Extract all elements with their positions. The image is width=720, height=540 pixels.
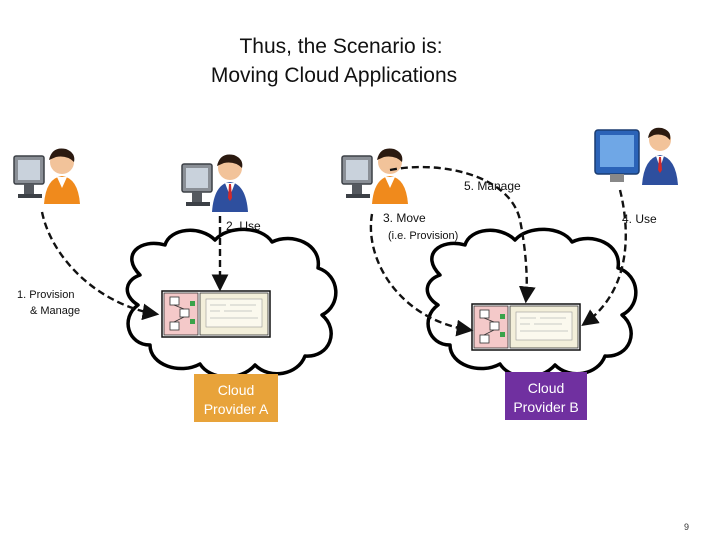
label-move-line2: (i.e. Provision) [388, 230, 458, 242]
cloud-application-a-thumbnail [161, 290, 271, 338]
provider-b-line1: Cloud [528, 380, 565, 396]
use-b-arrow [581, 189, 627, 326]
provider-a-box [194, 374, 278, 422]
label-provision-line1: 1. Provision [17, 289, 74, 301]
person-at-computer-icon [13, 147, 81, 205]
provision-manage-arrow [40, 211, 160, 321]
label-use-b: 4. Use [622, 212, 657, 226]
label-manage: 5. Manage [464, 179, 521, 193]
label-use-a: 2. Use [226, 219, 261, 233]
provider-a-line1: Cloud [218, 382, 255, 398]
move-arrow [369, 213, 474, 337]
page-number: 9 [684, 522, 689, 532]
cloud-provider-b-cloud [425, 227, 638, 379]
title-line-1: Thus, the Scenario is: [239, 35, 442, 58]
businessman-at-monitor-icon [594, 127, 678, 185]
cloud-application-b-thumbnail [471, 303, 581, 351]
provider-b-line2: Provider B [513, 399, 578, 415]
label-move-line1: 3. Move [383, 211, 426, 225]
provider-a-line2: Provider A [204, 401, 269, 417]
person-at-computer-icon [341, 147, 409, 205]
label-provision-line2: & Manage [30, 305, 80, 317]
businessman-at-computer-icon [181, 153, 249, 213]
provider-b-box [505, 372, 587, 420]
title-line-2: Moving Cloud Applications [211, 64, 457, 87]
